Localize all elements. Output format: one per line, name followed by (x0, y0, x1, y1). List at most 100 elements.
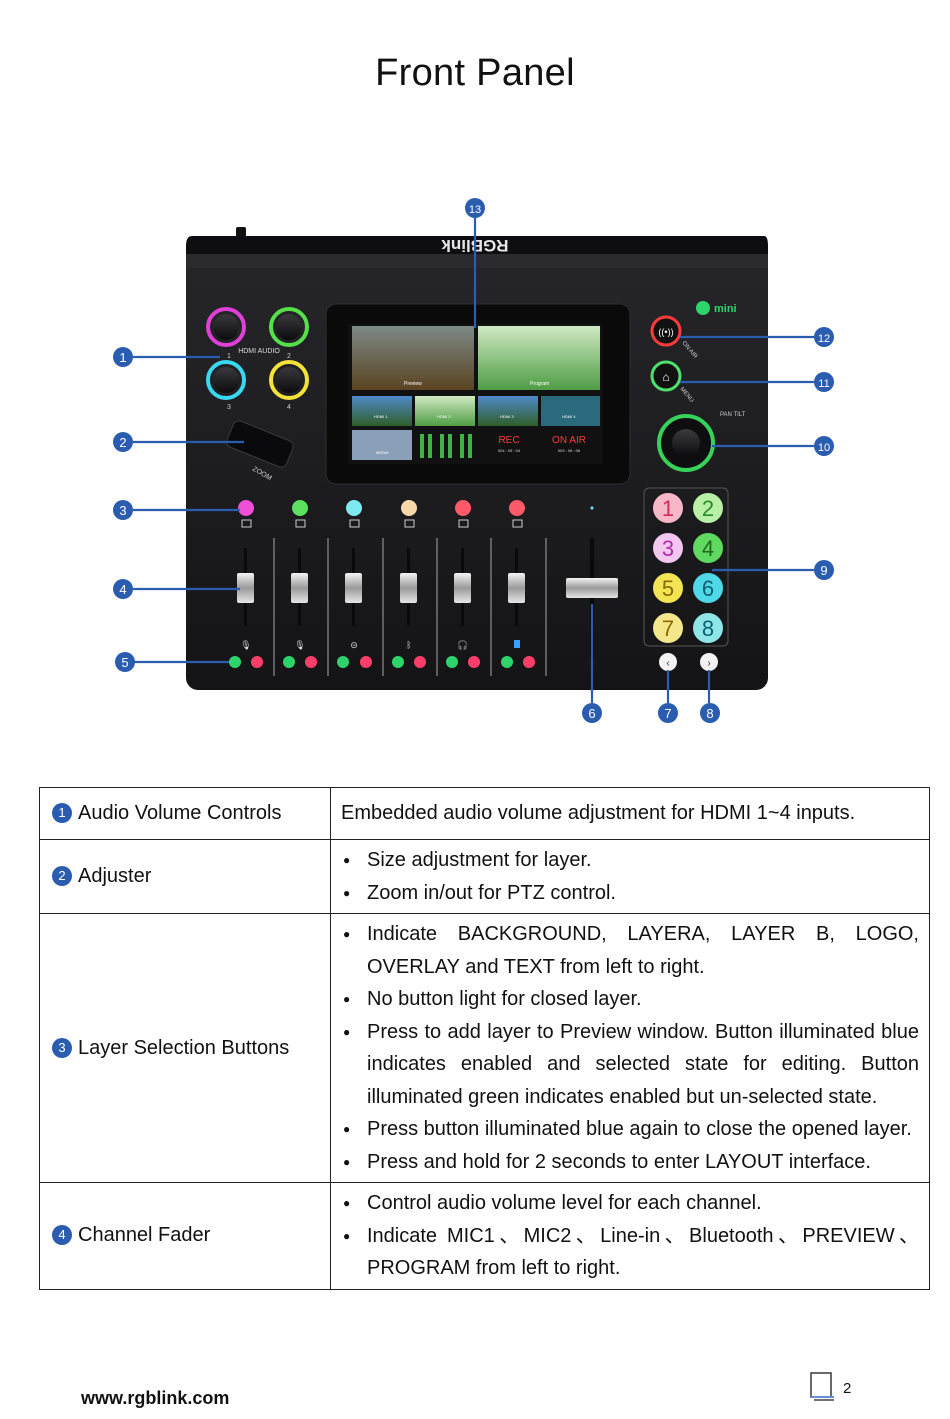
bullet-item: Size adjustment for layer. (341, 844, 919, 877)
number-button-2[interactable]: 2 (693, 493, 723, 523)
fader-program[interactable] (508, 548, 525, 626)
svg-text:13: 13 (469, 204, 481, 216)
svg-text:8: 8 (702, 616, 714, 641)
footer-url[interactable]: www.rgblink.com (81, 1388, 230, 1408)
monitor-button-6[interactable] (501, 656, 513, 668)
svg-text:7: 7 (662, 616, 674, 641)
menu-button[interactable]: ⌂ (650, 360, 682, 392)
fader-preview[interactable] (454, 548, 471, 626)
number-buttons: 1 2 3 4 5 6 7 8 (653, 493, 723, 643)
svg-text:1: 1 (662, 496, 674, 521)
number-button-8[interactable]: 8 (693, 613, 723, 643)
mute-button-1[interactable] (251, 656, 263, 668)
chevron-right-icon: › (707, 658, 710, 669)
bullet-list: Indicate BACKGROUND, LAYERA, LAYER B, LO… (341, 918, 919, 1178)
audio-buttons (229, 656, 535, 668)
layer-button-layer-a[interactable] (292, 500, 308, 516)
mic-icon: 🎙 (294, 640, 305, 650)
mute-button-3[interactable] (360, 656, 372, 668)
knob-label-2: 2 (287, 353, 291, 360)
fader-mic1[interactable] (237, 548, 254, 626)
svg-text:3: 3 (119, 503, 126, 518)
mute-button-6[interactable] (523, 656, 535, 668)
knob-1[interactable] (206, 307, 246, 347)
layer-buttons (238, 500, 525, 528)
preview-label: Preview (404, 381, 422, 387)
page-right-button[interactable]: › (700, 653, 718, 671)
monitor-button-5[interactable] (446, 656, 458, 668)
callouts: 1 2 3 4 5 6 7 8 9 10 11 12 13 (113, 198, 834, 723)
monitor-button-4[interactable] (392, 656, 404, 668)
program-icon (514, 640, 520, 648)
device-diagram: RGBlink HDMI AUDIO 1 2 3 4 ZOOM (113, 198, 834, 723)
number-button-1[interactable]: 1 (653, 493, 683, 523)
touch-screen[interactable]: Preview Program HDMI 1 HDMI 2 HDMI 3 HDM… (325, 303, 631, 485)
thumb-label-3: HDMI 3 (500, 414, 514, 419)
page-title: Front Panel (375, 52, 575, 94)
headphone-icon: 🎧 (457, 639, 468, 650)
bluetooth-icon: ᛒ (406, 640, 411, 650)
bullet-item: Control audio volume level for each chan… (341, 1187, 919, 1220)
spec-desc-cell: Embedded audio volume adjustment for HDM… (330, 787, 930, 840)
number-button-6[interactable]: 6 (693, 573, 723, 603)
mute-button-5[interactable] (468, 656, 480, 668)
mini-logo-icon (696, 301, 710, 315)
hdmi-audio-label: HDMI AUDIO (238, 348, 280, 355)
svg-text:5: 5 (121, 655, 128, 670)
callout-9: 9 (814, 560, 834, 580)
callout-7: 7 (658, 703, 678, 723)
number-button-3[interactable]: 3 (653, 533, 683, 563)
number-button-7[interactable]: 7 (653, 613, 683, 643)
spec-name: Adjuster (78, 865, 152, 887)
media-label: MEDIA (376, 450, 389, 455)
fader-bluetooth[interactable] (400, 548, 417, 626)
on-air-button[interactable]: ((•)) (650, 315, 682, 347)
layer-button-text[interactable] (509, 500, 525, 516)
monitor-button-3[interactable] (337, 656, 349, 668)
knob-label-3: 3 (227, 404, 231, 411)
page-left-button[interactable]: ‹ (659, 653, 677, 671)
callout-10: 10 (814, 436, 834, 456)
chevron-left-icon: ‹ (666, 658, 669, 669)
mute-button-2[interactable] (305, 656, 317, 668)
bullet-item: Indicate MIC1、MIC2、Line-in、Bluetooth、PRE… (341, 1220, 919, 1285)
image-icon (241, 519, 252, 528)
number-button-4[interactable]: 4 (693, 533, 723, 563)
spec-desc-cell: Indicate BACKGROUND, LAYERA, LAYER B, LO… (330, 913, 930, 1183)
layer-button-overlay[interactable] (455, 500, 471, 516)
bullet-list: Control audio volume level for each chan… (341, 1187, 919, 1285)
layer-button-logo[interactable] (401, 500, 417, 516)
program-label: Program (530, 381, 549, 387)
knob-2[interactable] (269, 307, 309, 347)
layer-button-layer-b[interactable] (346, 500, 362, 516)
bullet-item: Zoom in/out for PTZ control. (341, 877, 919, 910)
rec-time: 004 : 05 : 04 (498, 448, 521, 453)
overlay-icon (458, 519, 469, 528)
knob-3[interactable] (206, 360, 246, 400)
svg-text:2: 2 (119, 435, 126, 450)
number-button-5[interactable]: 5 (653, 573, 683, 603)
svg-text:5: 5 (662, 576, 674, 601)
layer-button-background[interactable] (238, 500, 254, 516)
fader-mic2[interactable] (291, 548, 308, 626)
pan-tilt-joystick[interactable] (657, 414, 715, 472)
svg-text:7: 7 (664, 706, 671, 721)
monitor-button-2[interactable] (283, 656, 295, 668)
callout-5: 5 (115, 652, 135, 672)
knob-4[interactable] (269, 360, 309, 400)
t-bar[interactable] (566, 506, 618, 658)
layer-icon (349, 519, 360, 528)
on-air-time: 003 : 06 : 06 (558, 448, 581, 453)
callout-2: 2 (113, 432, 133, 452)
fader-line-in[interactable] (345, 548, 362, 626)
book-icon (810, 1372, 834, 1401)
mute-button-4[interactable] (414, 656, 426, 668)
monitor-button-1[interactable] (229, 656, 241, 668)
svg-text:4: 4 (702, 536, 714, 561)
spec-number-badge: 2 (52, 866, 72, 886)
svg-text:12: 12 (818, 333, 830, 345)
logo-icon (404, 519, 415, 528)
